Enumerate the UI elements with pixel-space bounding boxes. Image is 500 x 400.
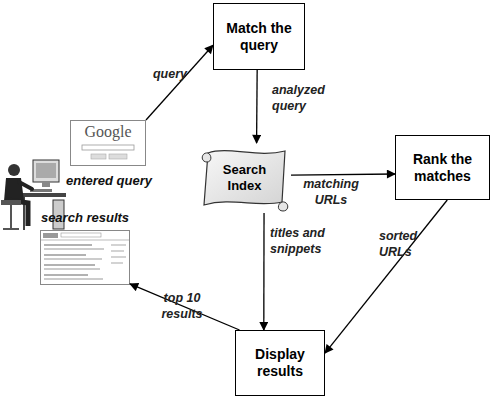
edge-label: query (146, 66, 194, 82)
result-line (44, 248, 104, 249)
screenshot-caption: search results (35, 210, 135, 226)
flow-arrow (325, 200, 447, 353)
process-label: Rank the matches (400, 151, 485, 185)
edge-label: analyzed query (272, 82, 342, 114)
result-line (44, 268, 100, 269)
process-box: Rank the matches (395, 135, 490, 200)
query-page-screenshot: Googleentered query (70, 120, 146, 166)
monitor-stand (42, 182, 50, 187)
chair-base (3, 228, 19, 230)
flow-arrow (263, 213, 265, 330)
scroll-curl (278, 202, 287, 211)
person-head (8, 164, 20, 176)
result-line (44, 264, 95, 265)
logo-text: Google (71, 123, 145, 141)
result-line (44, 254, 86, 255)
person-arm (19, 182, 32, 189)
flow-arrow (291, 174, 395, 175)
flow-arrow (256, 70, 258, 143)
ad-line (111, 244, 126, 245)
search-button (91, 154, 106, 159)
result-text-lines (44, 245, 126, 279)
result-line (44, 274, 88, 275)
screenshot-background (71, 121, 145, 165)
search-box (82, 145, 134, 150)
flow-arrow (146, 45, 213, 120)
results-logo-mark (43, 233, 58, 238)
process-label: Display results (240, 346, 320, 380)
edge-label: titles and snippets (270, 225, 336, 257)
flow-arrow (130, 284, 240, 330)
index-label: Search Index (216, 162, 273, 194)
scroll-sheet (204, 151, 285, 205)
process-box: Match the query (213, 3, 305, 70)
monitor (33, 160, 59, 182)
result-line (44, 244, 92, 245)
scroll-curl (202, 153, 211, 162)
results-header-rule (41, 240, 129, 241)
result-line (44, 258, 102, 259)
edge-label: matching URLs (298, 176, 364, 208)
chair-seat (1, 200, 21, 205)
ad-line (111, 262, 123, 263)
edge-label: top 10 results (152, 290, 212, 322)
screenshot-background (41, 231, 129, 284)
process-label: Match the query (218, 20, 300, 54)
ad-line (111, 256, 126, 257)
index-scroll: Search Index (198, 143, 291, 213)
process-box: Display results (235, 330, 325, 396)
result-line (44, 278, 103, 279)
screenshot-caption: entered query (59, 173, 159, 189)
results-search-box (61, 233, 101, 237)
ad-line (111, 250, 124, 251)
edge-label: sorted URLs (379, 228, 429, 260)
monitor-screen (36, 163, 56, 178)
results-page-screenshot: search results (40, 230, 130, 285)
chair-post (10, 205, 12, 228)
desk (20, 193, 66, 197)
search-button (109, 154, 127, 159)
